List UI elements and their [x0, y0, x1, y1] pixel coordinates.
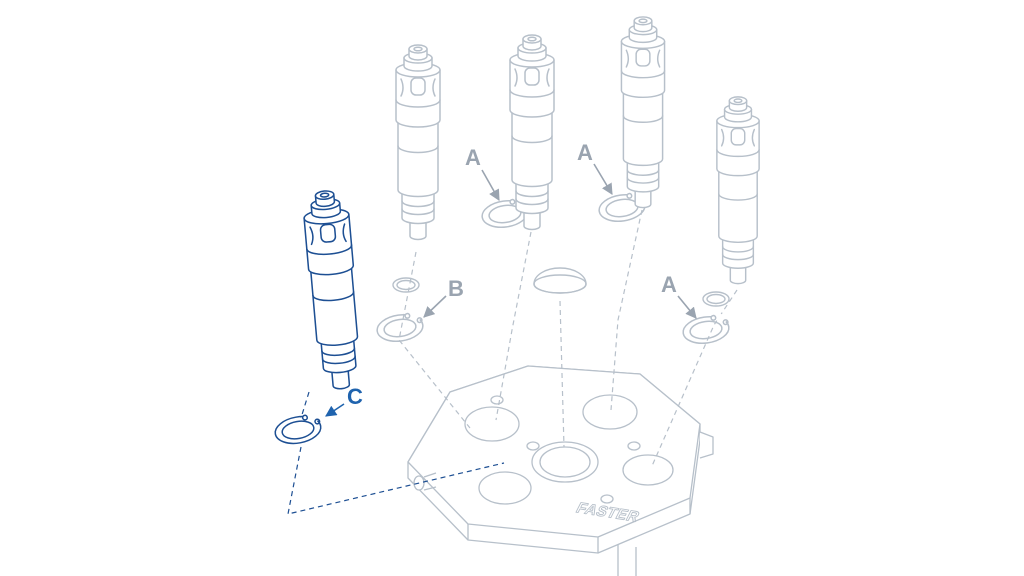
coupler-cartridge [620, 16, 666, 209]
leader-arrows [325, 163, 697, 417]
plate-port [478, 471, 532, 505]
plate-port [622, 454, 674, 486]
part-label-a3: A [661, 272, 677, 297]
snap-ring-highlighted [273, 411, 323, 447]
coupler-cartridge [509, 34, 555, 231]
plate-port-center-inner [539, 446, 591, 478]
plate-bolt-hole [490, 395, 504, 405]
coupler-cartridge [395, 44, 441, 241]
snap-ring [681, 312, 730, 346]
coupler-cartridge [716, 96, 760, 285]
part-label-a1: A [465, 145, 481, 170]
coupler-cartridge-highlighted [301, 188, 365, 392]
highlight-assembly-guide [287, 391, 505, 515]
o-ring [392, 277, 420, 293]
plate-port [582, 394, 638, 430]
plate-right-tab [699, 431, 714, 459]
part-label-c: C [347, 384, 363, 409]
part-label-b: B [448, 276, 464, 301]
cap-plug [533, 267, 587, 294]
o-ring [702, 291, 730, 307]
snap-ring [375, 310, 424, 344]
part-label-a2: A [577, 140, 593, 165]
plate-bolt-hole [600, 494, 614, 504]
plate-bottom-stem [617, 545, 637, 576]
plate-bolt-hole [526, 441, 540, 451]
manifold-plate: FASTER [407, 365, 714, 576]
plate-port [464, 406, 520, 442]
plate-bolt-hole [627, 441, 641, 451]
